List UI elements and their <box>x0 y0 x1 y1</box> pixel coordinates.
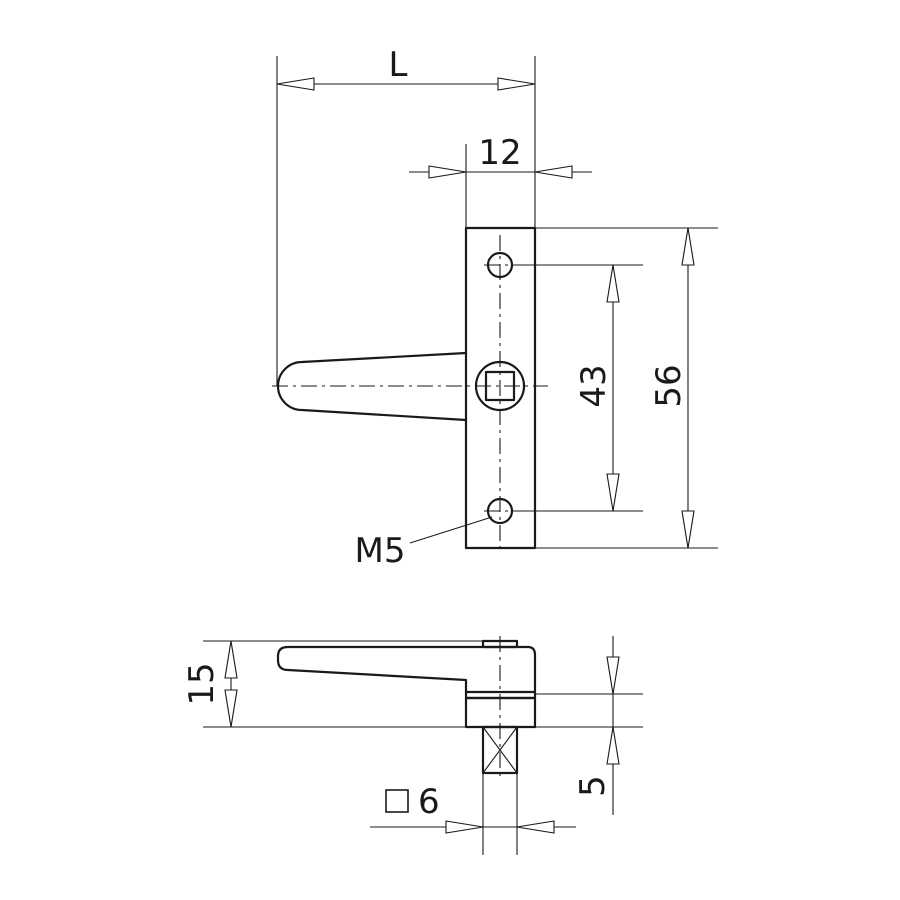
dimension-plate-height-label: 56 <box>649 364 689 407</box>
dimension-hole-spacing-label: 43 <box>574 364 614 407</box>
dimension-length-label: L <box>389 45 408 85</box>
dimension-plate-width: 12 <box>409 133 592 228</box>
front-view <box>272 226 548 550</box>
dimension-length: L <box>276 45 536 386</box>
dimension-spindle-square: 6 <box>370 773 576 855</box>
side-lever-profile <box>276 645 537 692</box>
thread-callout: M5 <box>355 516 493 571</box>
dimension-height-total: 15 <box>182 640 483 728</box>
dimension-hole-spacing: 43 <box>512 264 643 512</box>
dimension-spindle-square-label: 6 <box>418 782 440 822</box>
dimension-height-total-label: 15 <box>182 662 222 705</box>
square-symbol-icon <box>385 789 409 813</box>
dimension-plate-width-label: 12 <box>478 133 521 173</box>
dimension-spindle-length-label: 5 <box>573 775 613 797</box>
dimension-plate-height: 56 <box>535 227 718 549</box>
side-view <box>276 636 537 780</box>
dimension-spindle-length: 5 <box>535 636 643 815</box>
thread-label: M5 <box>355 531 406 571</box>
